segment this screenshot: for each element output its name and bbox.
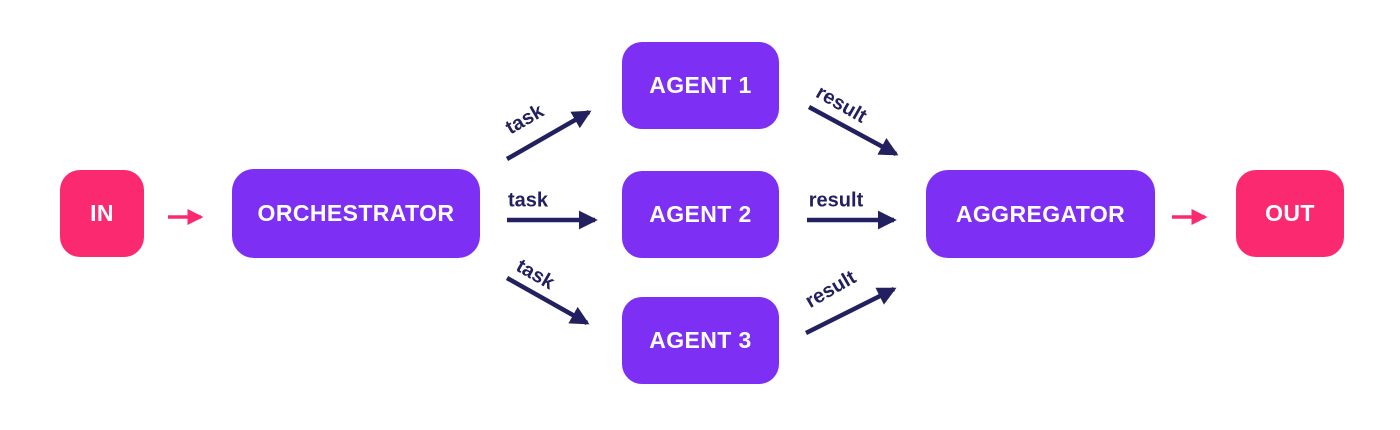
node-orchestrator-label: ORCHESTRATOR (257, 200, 455, 226)
node-aggregator: AGGREGATOR (926, 170, 1155, 258)
node-agent-1-label: AGENT 1 (649, 72, 752, 98)
edge-label-task-mid: task (507, 189, 549, 212)
node-orchestrator: ORCHESTRATOR (232, 169, 480, 258)
node-agent-2: AGENT 2 (622, 171, 779, 258)
node-out-label: OUT (1265, 200, 1315, 226)
edge-label-result-mid: result (808, 189, 864, 212)
arrow-task-to-agent3 (505, 276, 590, 325)
node-in-label: IN (90, 200, 114, 226)
node-agent-3-label: AGENT 3 (649, 327, 752, 353)
node-agent-2-label: AGENT 2 (649, 201, 752, 227)
node-out: OUT (1236, 170, 1344, 257)
arrow-result-from-agent3 (804, 286, 897, 336)
node-in: IN (60, 170, 144, 257)
arrow-task-to-agent1 (505, 110, 592, 161)
node-aggregator-label: AGGREGATOR (955, 200, 1126, 227)
node-agent-1: AGENT 1 (622, 42, 779, 129)
arrow-result-from-agent1 (807, 105, 899, 156)
node-agent-3: AGENT 3 (622, 297, 779, 384)
